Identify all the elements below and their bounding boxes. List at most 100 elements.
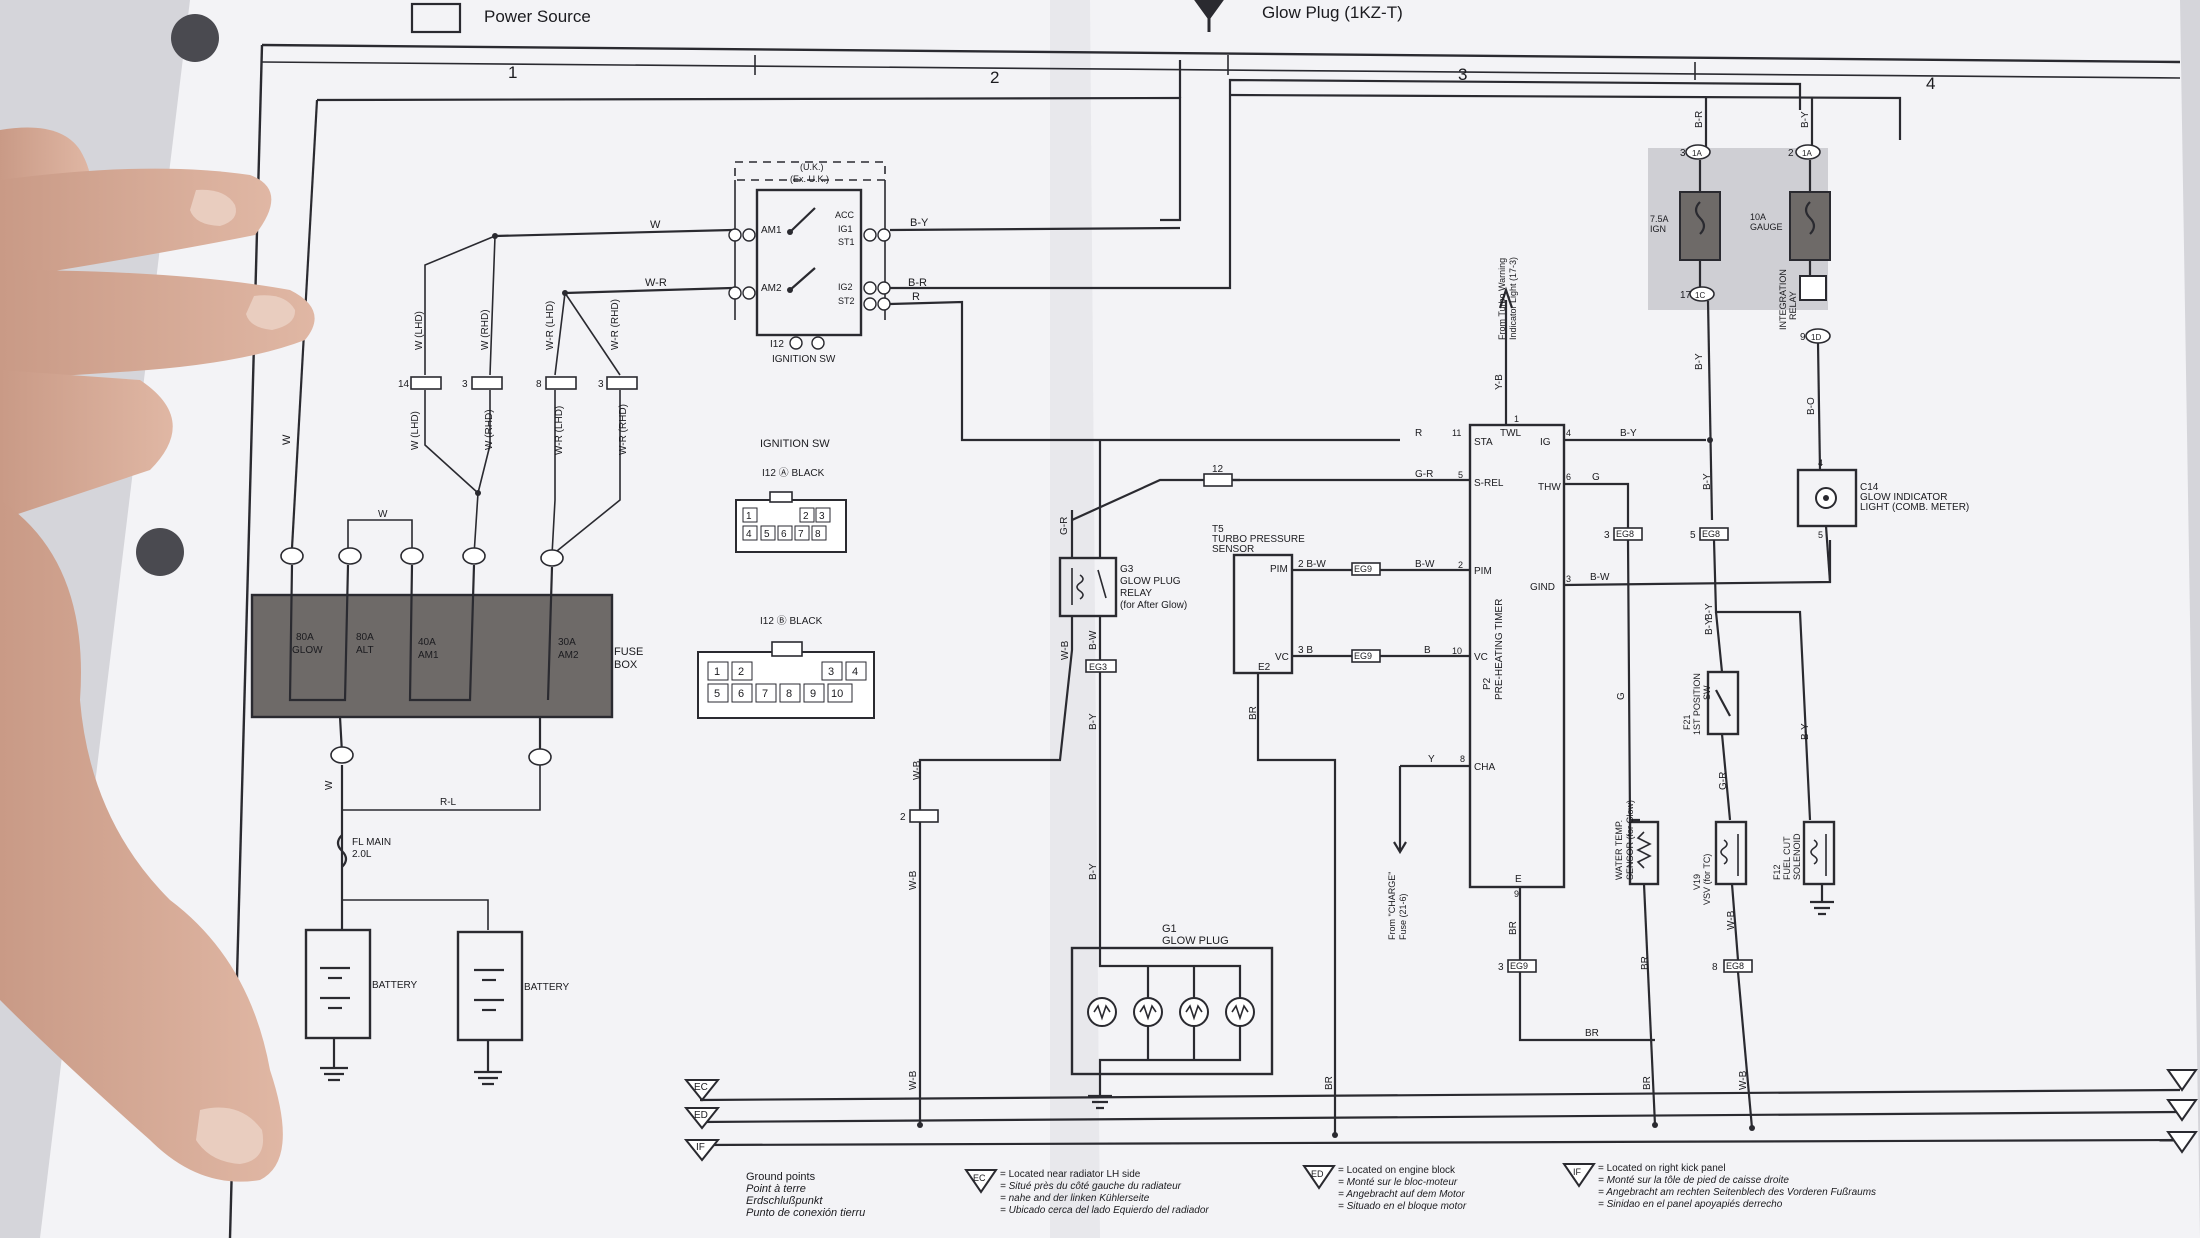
- svg-text:9: 9: [1800, 332, 1806, 343]
- svg-text:SW: SW: [1702, 685, 1712, 700]
- battery-1: BATTERY: [304, 928, 418, 1040]
- svg-text:PRE-HEATING TIMER: PRE-HEATING TIMER: [1494, 599, 1505, 700]
- svg-text:2: 2: [738, 666, 744, 678]
- svg-text:1ST POSITION: 1ST POSITION: [1692, 673, 1702, 735]
- svg-text:WATER TEMP.: WATER TEMP.: [1614, 820, 1624, 880]
- svg-text:BR: BR: [1508, 921, 1519, 935]
- connector-eg9: EG9 EG9: [1351, 562, 1381, 663]
- frame-top-line: [261, 43, 2181, 64]
- svg-text:INTEGRATION: INTEGRATION: [1778, 269, 1788, 330]
- svg-text:1A: 1A: [1692, 149, 1702, 158]
- pre-heating-timer: TWL STA IG S-REL THW PIM GIND VC CHA E P…: [1468, 423, 1566, 889]
- svg-text:3 B: 3 B: [1298, 645, 1313, 656]
- svg-text:10: 10: [1452, 646, 1462, 656]
- svg-text:Punto de conexión tierru: Punto de conexión tierru: [746, 1207, 865, 1219]
- svg-text:W-R (RHD): W-R (RHD): [610, 299, 621, 350]
- ignition-sw-title: IGNITION SW: [772, 354, 836, 365]
- svg-text:GLOW PLUG: GLOW PLUG: [1162, 935, 1229, 947]
- turbo-pressure-sensor: T5 TURBO PRESSURE SENSOR PIM VC E2: [1212, 524, 1305, 675]
- svg-text:4: 4: [746, 529, 752, 540]
- ground-symbol: [320, 1038, 502, 1086]
- svg-text:14: 14: [398, 379, 410, 390]
- svg-text:S-REL: S-REL: [1474, 478, 1504, 489]
- fuse-gauge: 10A GAUGE: [1750, 160, 1831, 276]
- fuse-name: GLOW: [292, 645, 323, 656]
- glow-plug-bank: G1 GLOW PLUG: [1070, 923, 1274, 1110]
- integration-relay: INTEGRATION RELAY: [1778, 269, 1827, 330]
- svg-text:ACC: ACC: [835, 210, 855, 220]
- svg-text:IF: IF: [696, 1142, 705, 1153]
- svg-text:G: G: [1616, 692, 1627, 700]
- fusible-link-icon: [336, 834, 348, 868]
- wire-w-top: [316, 96, 1182, 222]
- svg-text:(for After Glow): (for After Glow): [1120, 600, 1187, 611]
- svg-text:4: 4: [1818, 458, 1823, 468]
- header-right-title: Glow Plug (1KZ-T): [1262, 3, 1403, 22]
- svg-text:IG: IG: [1540, 437, 1551, 448]
- svg-text:IGN: IGN: [1650, 224, 1666, 234]
- svg-text:4: 4: [1566, 428, 1571, 438]
- svg-text:B-Y: B-Y: [1088, 713, 1099, 730]
- svg-text:F12: F12: [1772, 864, 1782, 880]
- wire-w-am1: [494, 228, 733, 238]
- svg-text:8: 8: [815, 529, 821, 540]
- fuel-cut-solenoid: F12 FUEL CUT SOLENOID: [1772, 820, 1836, 916]
- svg-text:2: 2: [1458, 560, 1463, 570]
- svg-text:W (LHD): W (LHD): [414, 311, 425, 350]
- svg-text:C14: C14: [1860, 482, 1879, 493]
- svg-text:11: 11: [1452, 428, 1461, 438]
- svg-text:W-B: W-B: [1726, 910, 1737, 930]
- svg-text:VC: VC: [1474, 652, 1488, 663]
- svg-text:B-Y: B-Y: [1694, 353, 1705, 370]
- svg-text:6: 6: [738, 688, 744, 700]
- svg-text:GIND: GIND: [1530, 582, 1555, 593]
- battery-2: BATTERY: [456, 930, 570, 1042]
- svg-text:EG8: EG8: [1726, 961, 1744, 971]
- binder-hole: [171, 14, 219, 62]
- svg-text:FUEL CUT: FUEL CUT: [1782, 836, 1792, 880]
- svg-text:7: 7: [762, 688, 768, 700]
- svg-text:THW: THW: [1538, 482, 1561, 493]
- svg-text:GAUGE: GAUGE: [1750, 222, 1783, 232]
- svg-text:B-Y: B-Y: [910, 217, 929, 229]
- svg-text:W-R: W-R: [645, 277, 667, 289]
- svg-text:B-W: B-W: [1590, 572, 1610, 583]
- wire-b-r-ig2: [890, 78, 1802, 290]
- svg-text:7: 7: [798, 529, 804, 540]
- svg-text:CHA: CHA: [1474, 762, 1495, 773]
- svg-text:B-W: B-W: [1088, 630, 1099, 650]
- svg-text:1: 1: [1514, 414, 1519, 424]
- column-number: 3: [1458, 65, 1467, 84]
- svg-text:6: 6: [781, 529, 787, 540]
- svg-text:= Ubicado cerca del lado Equie: = Ubicado cerca del lado Equierdo del ra…: [1000, 1205, 1209, 1216]
- svg-text:RELAY: RELAY: [1788, 291, 1798, 320]
- svg-text:= Situado en el bloque motor: = Situado en el bloque motor: [1338, 1201, 1467, 1212]
- connector-2-bubbles: [280, 547, 564, 567]
- svg-text:(Ex. U.K.): (Ex. U.K.): [790, 174, 829, 184]
- svg-text:1C: 1C: [1695, 291, 1705, 300]
- svg-text:EG8: EG8: [1616, 529, 1634, 539]
- svg-text:B-Y: B-Y: [1088, 863, 1099, 880]
- svg-text:RELAY: RELAY: [1120, 588, 1152, 599]
- svg-text:8: 8: [536, 379, 542, 390]
- fl-main-label: FL MAIN: [352, 837, 391, 848]
- svg-text:PIM: PIM: [1474, 566, 1492, 577]
- svg-text:IF: IF: [1573, 1167, 1582, 1177]
- legend: Ground points Point à terre Erdschlußpun…: [746, 1163, 1876, 1219]
- svg-text:PIM: PIM: [1270, 564, 1288, 575]
- svg-text:= Located on right kick panel: = Located on right kick panel: [1598, 1163, 1726, 1174]
- connector-b-label: I12 Ⓑ BLACK: [760, 615, 823, 627]
- svg-text:= nahe and der linken Kühlerse: = nahe and der linken Kühlerseite: [1000, 1193, 1150, 1204]
- svg-text:ST2: ST2: [838, 296, 855, 306]
- svg-text:17: 17: [1680, 290, 1692, 301]
- svg-text:B-Y: B-Y: [1704, 603, 1715, 620]
- svg-text:6: 6: [1566, 472, 1571, 482]
- svg-text:EG9: EG9: [1354, 651, 1372, 661]
- fuse-rating: 40A: [418, 637, 436, 648]
- svg-text:BR: BR: [1324, 1076, 1335, 1090]
- fuse-name: AM2: [558, 650, 579, 661]
- ground-bus-if: [699, 1138, 2181, 1147]
- svg-text:3: 3: [598, 379, 604, 390]
- svg-text:W (LHD): W (LHD): [410, 411, 421, 450]
